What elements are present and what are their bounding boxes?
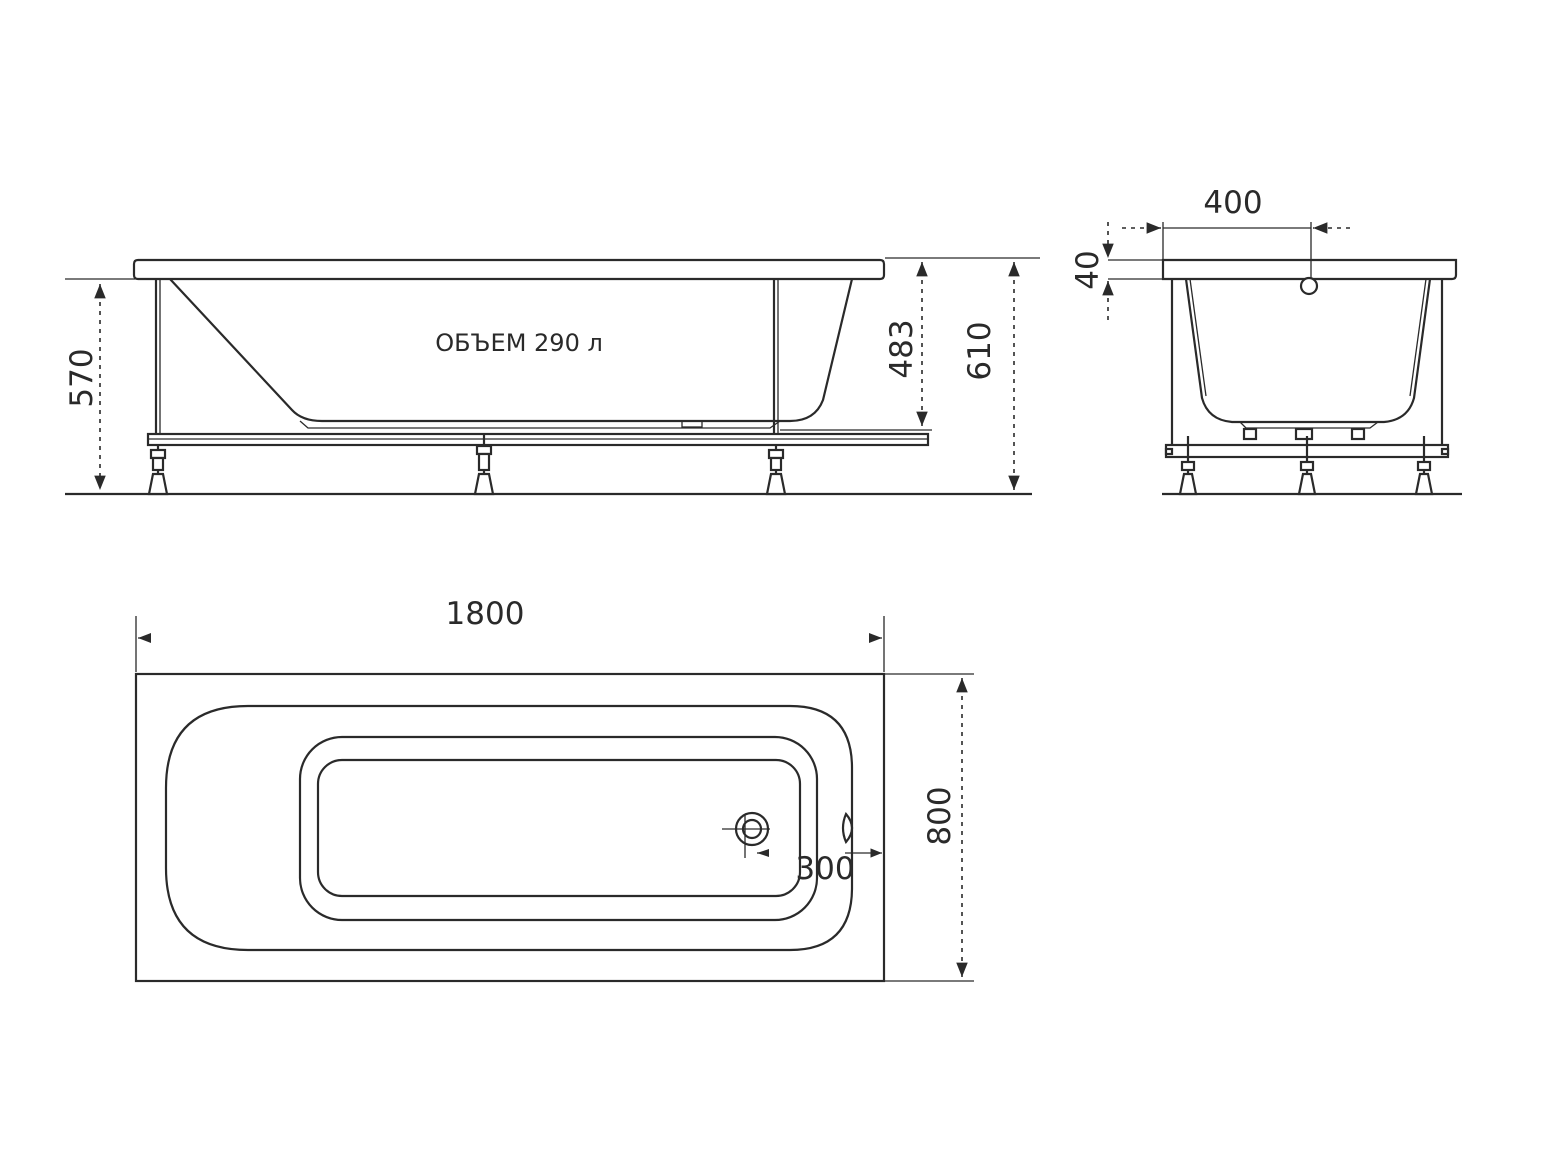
svg-text:800: 800	[922, 786, 958, 845]
svg-text:1800: 1800	[446, 596, 525, 632]
overflow-icon	[841, 811, 854, 845]
side-view: ОБЪЕМ 290 л 570 483 610	[64, 257, 1040, 496]
dimension-drain-offset-400: 400	[1122, 185, 1350, 234]
dimension-height-570: 570	[64, 284, 106, 490]
bathtub-body	[169, 278, 854, 423]
svg-text:570: 570	[64, 348, 100, 407]
end-foot-left	[1178, 436, 1198, 496]
drain-icon	[722, 811, 770, 858]
top-inner-basin	[164, 704, 854, 952]
dimension-depth-483: 483	[780, 262, 932, 431]
end-view: 400 40	[1070, 185, 1462, 496]
svg-text:610: 610	[962, 321, 998, 380]
end-foot-right	[1414, 436, 1434, 496]
foot-left	[147, 445, 169, 496]
dimension-width-800: 800	[884, 673, 974, 982]
volume-label: ОБЪЕМ 290 л	[435, 329, 603, 357]
top-view: 300 1800 800	[134, 596, 974, 983]
svg-text:40: 40	[1070, 250, 1106, 289]
dimension-height-610: 610	[962, 262, 1020, 490]
overflow-circle	[1299, 276, 1319, 296]
bathtub-rim	[132, 258, 886, 281]
dimension-drain-300: 300	[757, 848, 882, 887]
top-bottom-contour-outer	[298, 735, 819, 922]
top-outer-rim	[134, 672, 886, 983]
end-foot-middle	[1297, 436, 1317, 496]
top-bottom-contour-inner	[316, 758, 802, 898]
end-rim	[1161, 258, 1458, 281]
dimension-length-1800: 1800	[135, 596, 885, 672]
dimension-rim-40: 40	[1070, 222, 1114, 320]
foot-middle	[473, 434, 495, 496]
end-bathtub-body	[1184, 278, 1432, 424]
svg-text:400: 400	[1203, 185, 1262, 221]
foot-right	[765, 445, 787, 496]
svg-text:300: 300	[795, 851, 854, 887]
svg-text:483: 483	[884, 319, 920, 378]
